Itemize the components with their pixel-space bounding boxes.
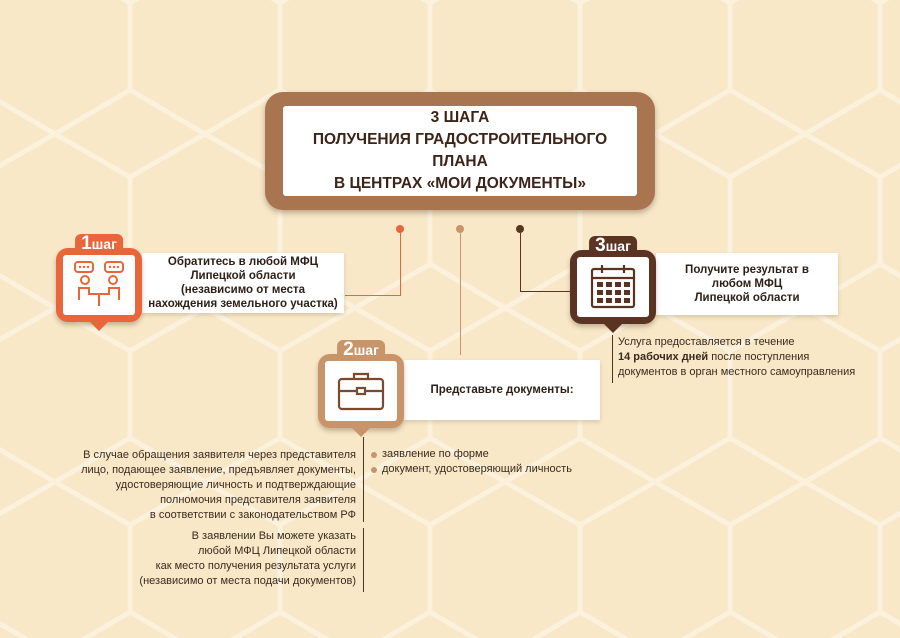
step1-text-box: Обратитесь в любой МФЦ Липецкой области … [142, 253, 344, 313]
step2-note1: В случае обращения заявителя через предс… [40, 448, 356, 523]
meeting-chat-icon [74, 261, 124, 306]
connector-line-step1 [400, 233, 401, 296]
step3-note-line: документов в орган местного самоуправлен… [618, 366, 856, 378]
step2-pointer [352, 428, 370, 437]
step3-text-line: Липецкой области [694, 292, 800, 304]
step1-label: шаг [91, 236, 117, 252]
step2-text: Представьте документы: [430, 384, 574, 396]
step3-note: Услуга предоставляется в течение 14 рабо… [618, 335, 898, 380]
step3-pointer [604, 324, 622, 333]
list-item: заявление по форме [371, 447, 601, 462]
connector-line-step2 [460, 233, 461, 355]
step3-note-line: 14 рабочих дней после поступления [618, 350, 898, 365]
step3-note-bar [612, 335, 613, 383]
step1-text-line: (независимо от места [180, 284, 306, 296]
step1-text-line: Обратитесь в любой МФЦ [167, 256, 319, 268]
step2-note2-line: любой МФЦ Липецкой области [197, 545, 356, 557]
step3-note-bold: 14 рабочих дней [618, 351, 709, 363]
step2-note2-line: В заявлении Вы можете указать [191, 530, 356, 542]
connector-hline-step3 [520, 291, 572, 292]
connector-hline-step1 [345, 295, 401, 296]
bullet-dot-icon [371, 451, 377, 458]
step3-text-line: любом МФЦ [711, 278, 783, 290]
step3-text-box: Получите результат в любом МФЦ Липецкой … [656, 253, 838, 315]
connector-dot-step3 [516, 225, 524, 233]
title-frame: 3 ШАГА ПОЛУЧЕНИЯ ГРАДОСТРОИТЕЛЬНОГО ПЛАН… [265, 92, 655, 210]
calendar-icon [590, 265, 636, 309]
step2-note1-line: лицо, подающее заявление, предъявляет до… [81, 464, 356, 476]
step2-tab: 2шаг [337, 340, 385, 361]
step1-text-line: Липецкой области [190, 270, 296, 282]
step2-note1-line: полномочия представителя заявителя [160, 494, 356, 506]
step1-text-line: нахождения земельного участка) [148, 298, 338, 310]
step3-tab: 3шаг [589, 236, 637, 257]
step3-icon-box: 3шаг [570, 236, 656, 333]
step2-note1-line: в соответствии с законодательством РФ [149, 509, 356, 521]
step3-text-line: Получите результат в [685, 264, 809, 276]
step1-tab: 1шаг [75, 234, 123, 255]
connector-dot-step1 [396, 225, 404, 233]
step2-note1-line: В случае обращения заявителя через предс… [83, 449, 356, 461]
step2-note1-line: удостоверяющие личность и подтверждающие [115, 479, 356, 491]
step1-icon-inner [63, 255, 135, 315]
step3-note-line: Услуга предоставляется в течение [618, 336, 795, 348]
step2-bullets: заявление по форме документ, удостоверяю… [371, 447, 601, 477]
step1-pointer [90, 322, 108, 331]
step3-icon-inner [577, 257, 649, 317]
bullet-dot-icon [371, 466, 377, 473]
bullet-text: заявление по форме [382, 448, 489, 460]
step2-number: 2 [343, 339, 354, 360]
briefcase-icon [337, 372, 385, 411]
connector-dot-step2 [456, 225, 464, 233]
bullet-text: документ, удостоверяющий личность [382, 463, 572, 475]
step2-note2-bar [363, 528, 364, 592]
step2-note1-bar [363, 437, 364, 522]
step2-text-box: Представьте документы: [404, 360, 600, 420]
step2-note2-line: как место получения результата услуги [155, 560, 356, 572]
step1-icon-box: 1шаг [56, 234, 142, 331]
step2-note2: В заявлении Вы можете указать любой МФЦ … [40, 529, 356, 589]
list-item: документ, удостоверяющий личность [371, 462, 601, 477]
step3-note-post: после поступления [708, 351, 810, 363]
title-box: 3 ШАГА ПОЛУЧЕНИЯ ГРАДОСТРОИТЕЛЬНОГО ПЛАН… [283, 106, 637, 196]
title-line-2: ПОЛУЧЕНИЯ ГРАДОСТРОИТЕЛЬНОГО ПЛАНА [312, 131, 608, 170]
step2-note2-line: (независимо от места подачи документов) [139, 575, 356, 587]
title-line-3: В ЦЕНТРАХ «МОИ ДОКУМЕНТЫ» [334, 175, 586, 192]
step3-label: шаг [605, 238, 631, 254]
connector-line-step3 [520, 233, 521, 292]
step3-number: 3 [595, 235, 606, 256]
step2-label: шаг [353, 342, 379, 358]
step2-icon-inner [325, 361, 397, 421]
step2-icon-box: 2шаг [318, 340, 404, 437]
title-line-1: 3 ШАГА [430, 109, 490, 126]
step1-number: 1 [81, 233, 92, 254]
